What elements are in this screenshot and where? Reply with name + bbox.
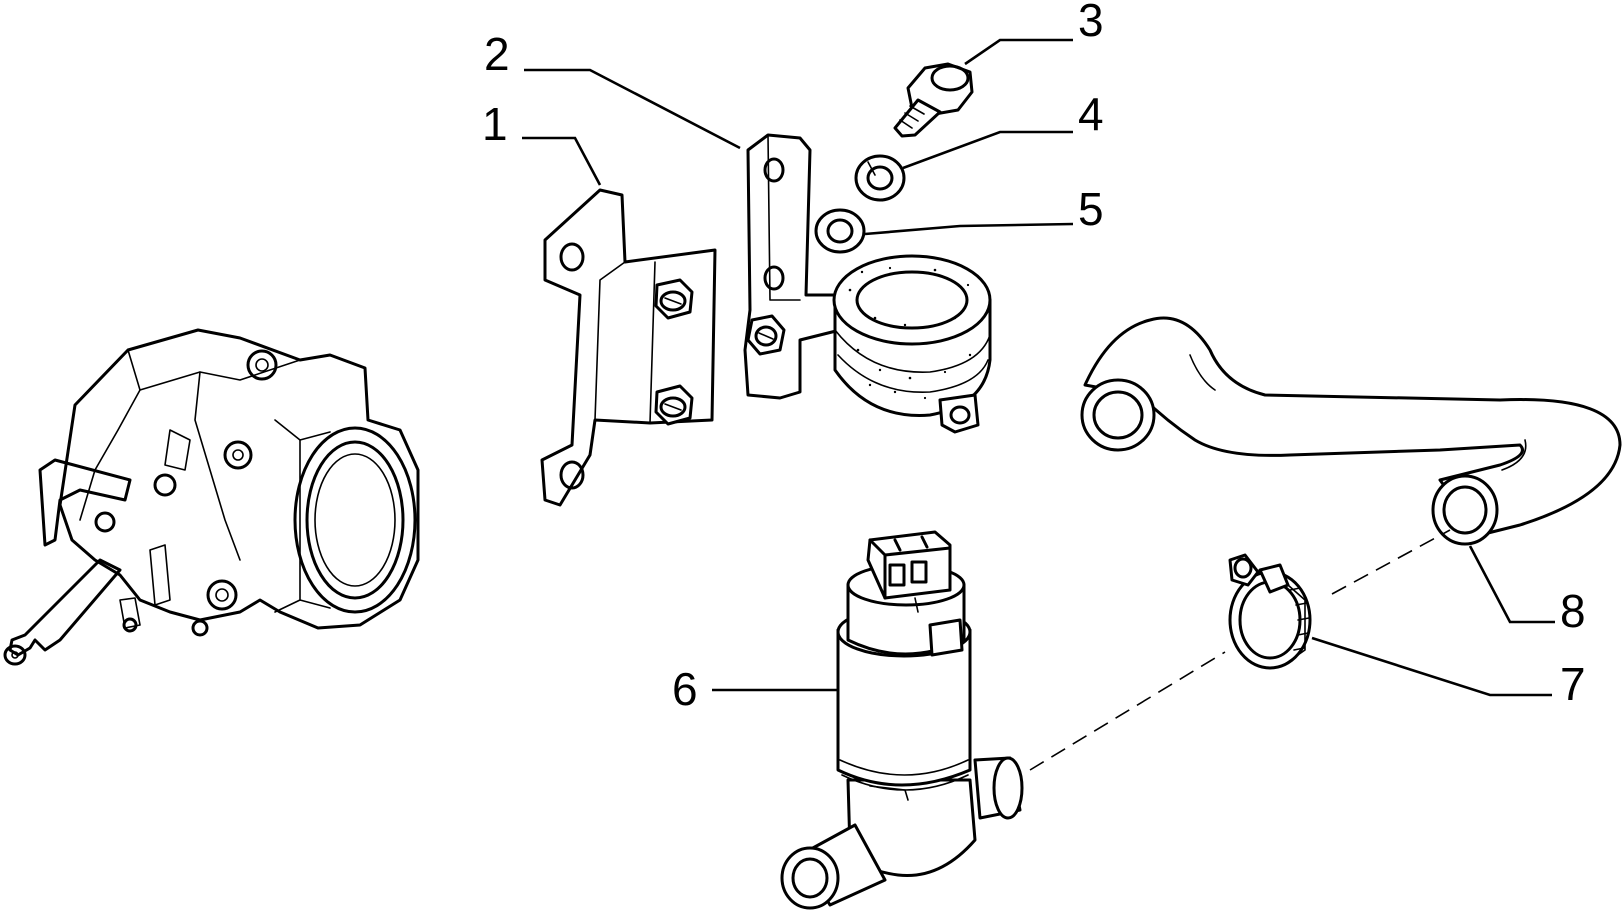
callout-2: 2 (484, 28, 510, 80)
part-7-hose-clamp (1228, 553, 1312, 670)
callout-4: 4 (1078, 88, 1104, 140)
callout-labels: 1 2 3 4 5 6 7 8 (482, 0, 1586, 715)
callout-6: 6 (672, 663, 698, 715)
part-2-clamp-bracket (743, 133, 992, 434)
assembly-dashed-line (1029, 529, 1451, 771)
callout-5: 5 (1078, 183, 1104, 235)
callout-1: 1 (482, 98, 508, 150)
callout-7: 7 (1560, 658, 1586, 710)
leader-lines (522, 38, 1555, 697)
part-4-washer (854, 154, 906, 202)
part-1-bracket (540, 188, 717, 507)
part-8-hose (1080, 316, 1622, 546)
callout-8: 8 (1560, 585, 1586, 637)
throttle-body-assembly (3, 328, 420, 666)
callout-3: 3 (1078, 0, 1104, 46)
part-6-idle-valve (780, 530, 1024, 910)
part-5-washer (814, 208, 866, 254)
part-3-bolt (893, 62, 974, 138)
